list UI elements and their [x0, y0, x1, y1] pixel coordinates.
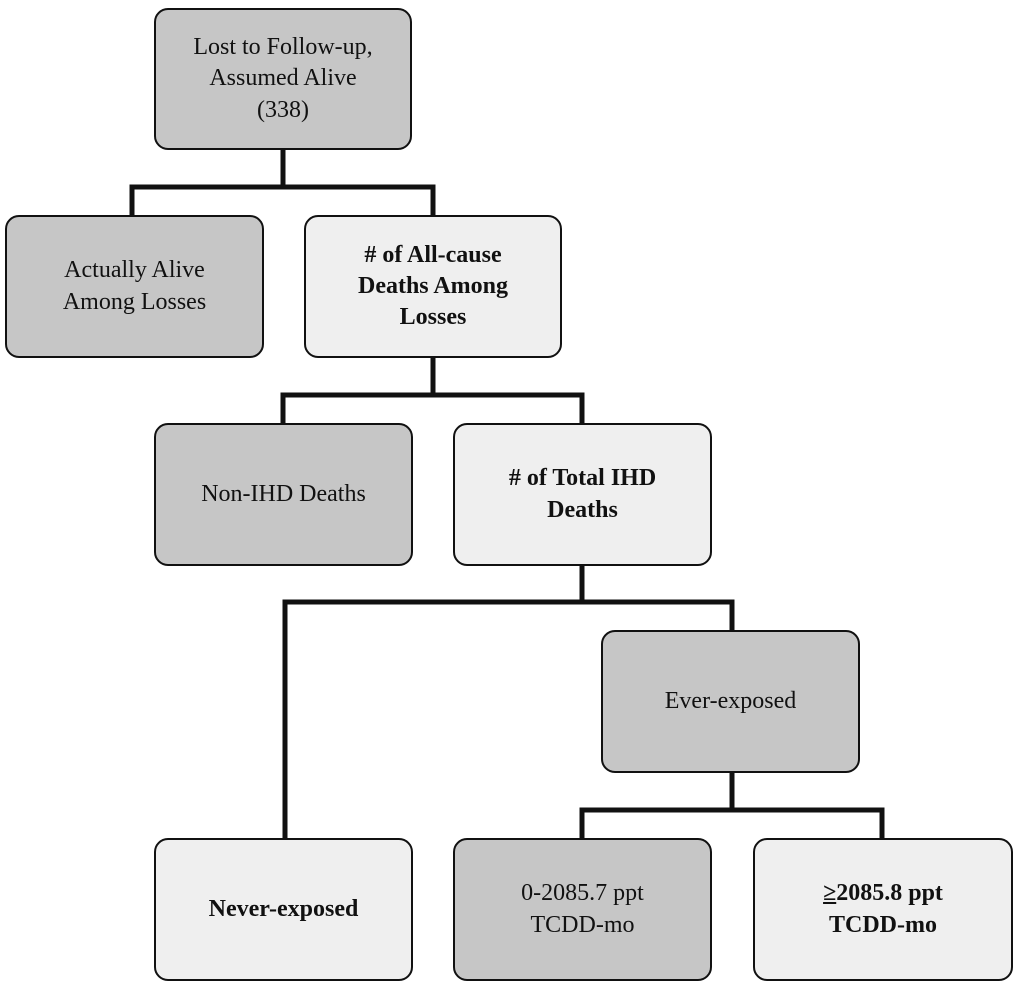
- node-low-dose: 0-2085.7 ppt TCDD-mo: [453, 838, 712, 981]
- connector-totalihd-branch: [282, 599, 735, 841]
- node-lost-line-2: Assumed Alive: [209, 65, 357, 92]
- node-ever-exposed-line-1: Ever-exposed: [664, 687, 797, 714]
- connector-allcause-branch: [280, 392, 585, 426]
- geq-symbol: ≥: [823, 880, 837, 907]
- node-all-cause-line-1: # of All-cause: [364, 241, 502, 268]
- node-non-ihd-deaths: Non-IHD Deaths: [154, 423, 413, 566]
- node-total-ihd-line-2: Deaths: [547, 496, 618, 523]
- connector-lost-branch: [129, 184, 436, 218]
- node-actually-alive: Actually Alive Among Losses: [5, 215, 264, 358]
- node-low-dose-line-1: 0-2085.7 ppt: [521, 880, 644, 907]
- node-actually-alive-line-2: Among Losses: [62, 288, 207, 315]
- node-total-ihd-line-1: # of Total IHD: [508, 465, 657, 492]
- node-high-dose-line-2: TCDD-mo: [829, 911, 937, 938]
- node-all-cause-line-3: Losses: [399, 304, 467, 331]
- node-lost-to-follow-up: Lost to Follow-up, Assumed Alive (338): [154, 8, 412, 150]
- node-all-cause-line-2: Deaths Among: [357, 272, 508, 299]
- node-low-dose-line-2: TCDD-mo: [530, 911, 635, 938]
- node-non-ihd-line-1: Non-IHD Deaths: [201, 480, 366, 507]
- node-high-dose: ≥2085.8 ppt TCDD-mo: [753, 838, 1013, 981]
- node-high-dose-value: 2085.8 ppt: [836, 880, 943, 907]
- node-high-dose-line-1: ≥2085.8 ppt: [823, 878, 943, 909]
- node-total-ihd-deaths: # of Total IHD Deaths: [453, 423, 712, 566]
- node-never-exposed: Never-exposed: [154, 838, 413, 981]
- node-ever-exposed: Ever-exposed: [601, 630, 860, 773]
- node-lost-line-3: (338): [257, 96, 309, 123]
- node-never-exposed-line-1: Never-exposed: [208, 895, 359, 922]
- connector-ever-branch: [579, 807, 885, 841]
- node-actually-alive-line-1: Actually Alive: [64, 257, 205, 284]
- node-all-cause-deaths: # of All-cause Deaths Among Losses: [304, 215, 562, 358]
- node-lost-line-1: Lost to Follow-up,: [193, 34, 373, 61]
